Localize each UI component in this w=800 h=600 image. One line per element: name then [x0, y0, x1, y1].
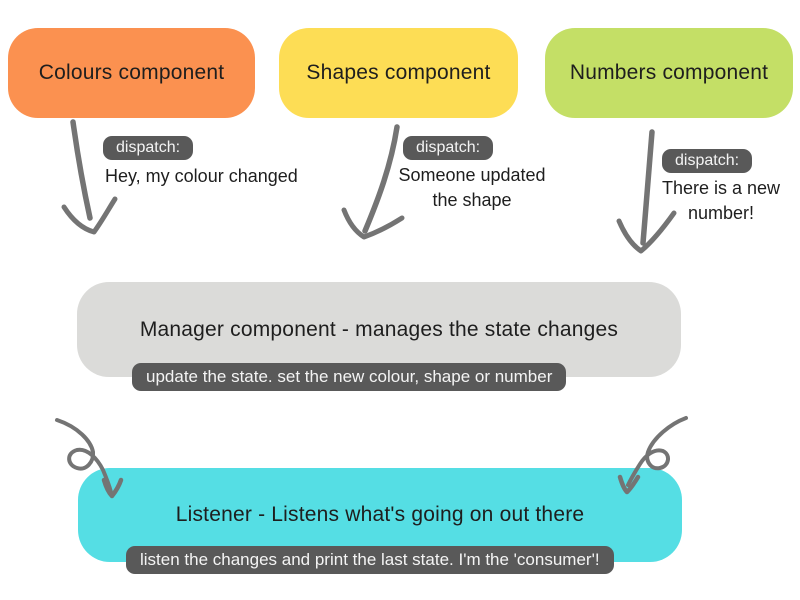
- colours-component-box: Colours component: [8, 28, 255, 118]
- numbers-component-box: Numbers component: [545, 28, 793, 118]
- colours-dispatch-badge: dispatch:: [103, 136, 194, 160]
- listener-note-badge: listen the changes and print the last st…: [126, 546, 614, 574]
- shapes-component-box: Shapes component: [279, 28, 518, 118]
- shapes-component-label: Shapes component: [306, 61, 491, 84]
- listener-component-label: Listener - Listens what's going on out t…: [175, 503, 585, 526]
- shapes-dispatch-badge: dispatch:: [403, 136, 494, 160]
- colours-component-label: Colours component: [38, 61, 225, 84]
- manager-component-box: Manager component - manages the state ch…: [77, 282, 681, 377]
- manager-component-label: Manager component - manages the state ch…: [139, 317, 619, 341]
- numbers-dispatch-badge: dispatch:: [662, 149, 753, 173]
- numbers-dispatch-message: There is a new number!: [661, 178, 781, 223]
- manager-note-badge: update the state. set the new colour, sh…: [132, 363, 567, 391]
- colours-dispatch-message: Hey, my colour changed: [105, 166, 298, 186]
- shapes-dispatch-message: Someone updated the shape: [398, 165, 546, 210]
- numbers-component-label: Numbers component: [569, 61, 769, 84]
